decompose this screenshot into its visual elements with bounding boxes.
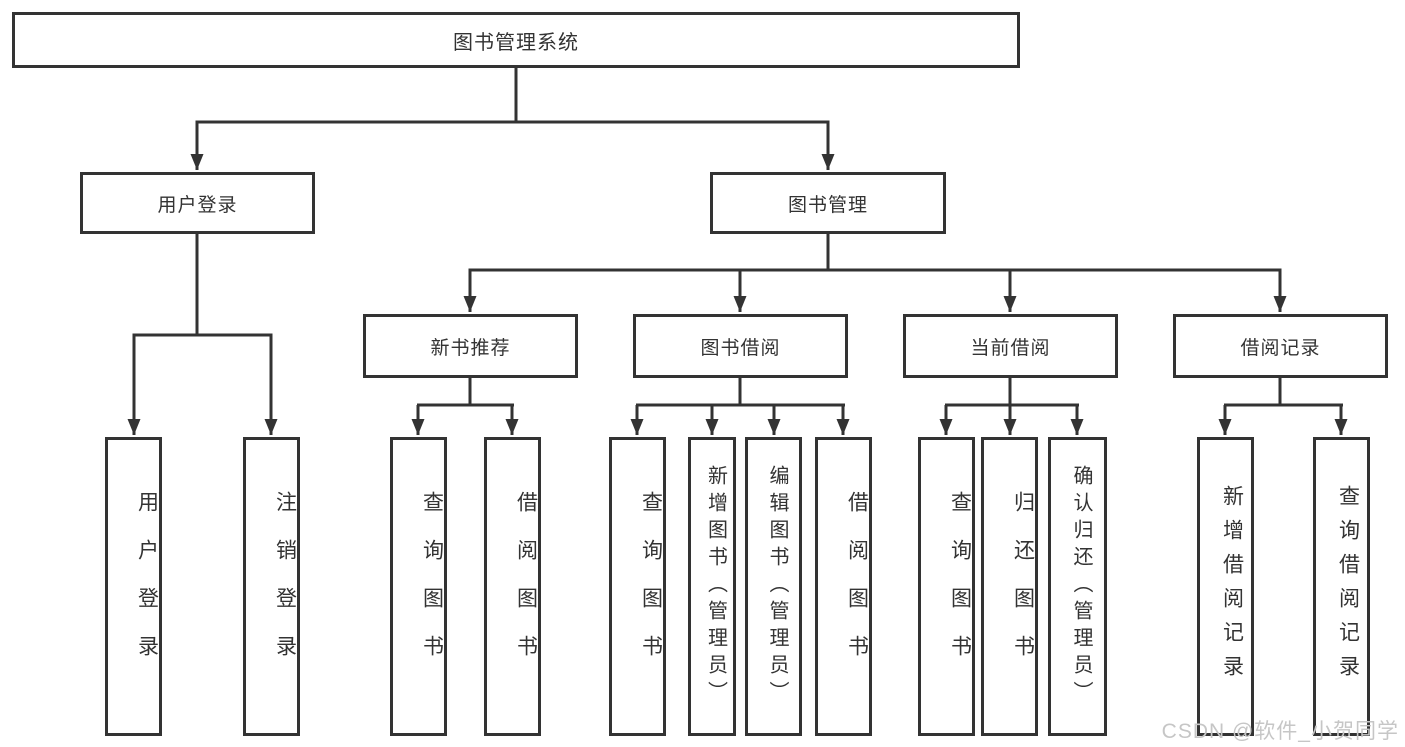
node-book-management: 图书管理 [710,172,946,234]
node-borrow-records-label: 借阅记录 [1240,337,1321,359]
leaf-query-borrow-record-label: 查询借阅记录 [1336,484,1360,689]
leaf-add-book-admin-label: 新增图书（管理员） [704,465,727,708]
leaf-user-login: 用户登录 [105,437,162,736]
node-book-management-label: 图书管理 [787,194,868,216]
leaf-query-book-label: 查询图书 [420,490,444,683]
leaf-return-book-label: 归还图书 [1011,490,1035,683]
node-book-borrow: 图书借阅 [633,314,848,378]
leaf-add-borrow-record: 新增借阅记录 [1197,437,1254,736]
leaf-query-borrow-record: 查询借阅记录 [1313,437,1370,736]
leaf-add-borrow-record-label: 新增借阅记录 [1220,484,1244,689]
leaf-query-book: 查询图书 [390,437,447,736]
leaf-user-login-label: 用户登录 [135,490,159,683]
leaf-borrow-book-label: 借阅图书 [845,490,869,683]
leaf-edit-book-admin-label: 编辑图书（管理员） [766,465,788,708]
leaf-confirm-return-admin: 确认归还（管理员） [1048,437,1107,736]
leaf-borrow-book: 借阅图书 [815,437,872,736]
leaf-confirm-return-admin-label: 确认归还（管理员） [1070,465,1092,708]
node-current-borrow: 当前借阅 [903,314,1118,378]
leaf-query-book: 查询图书 [609,437,666,736]
leaf-logout: 注销登录 [243,437,300,736]
node-current-borrow-label: 当前借阅 [970,337,1051,359]
leaf-borrow-book: 借阅图书 [484,437,541,736]
leaf-return-book: 归还图书 [981,437,1038,736]
node-borrow-records: 借阅记录 [1173,314,1388,378]
node-new-book-recommend-label: 新书推荐 [430,337,511,359]
leaf-borrow-book-label: 借阅图书 [514,490,538,683]
leaf-add-book-admin: 新增图书（管理员） [688,437,736,736]
leaf-query-book: 查询图书 [918,437,975,736]
node-user-login-label: 用户登录 [157,194,238,216]
leaf-logout-label: 注销登录 [273,490,297,683]
csdn-watermark: CSDN @软件_小贺同学 [1161,720,1399,743]
node-user-login: 用户登录 [80,172,315,234]
node-book-borrow-label: 图书借阅 [700,337,781,359]
node-root: 图书管理系统 [12,12,1020,68]
leaf-edit-book-admin: 编辑图书（管理员） [745,437,802,736]
node-new-book-recommend: 新书推荐 [363,314,578,378]
node-root-label: 图书管理系统 [453,31,579,54]
leaf-query-book-label: 查询图书 [948,490,972,683]
leaf-query-book-label: 查询图书 [639,490,663,683]
